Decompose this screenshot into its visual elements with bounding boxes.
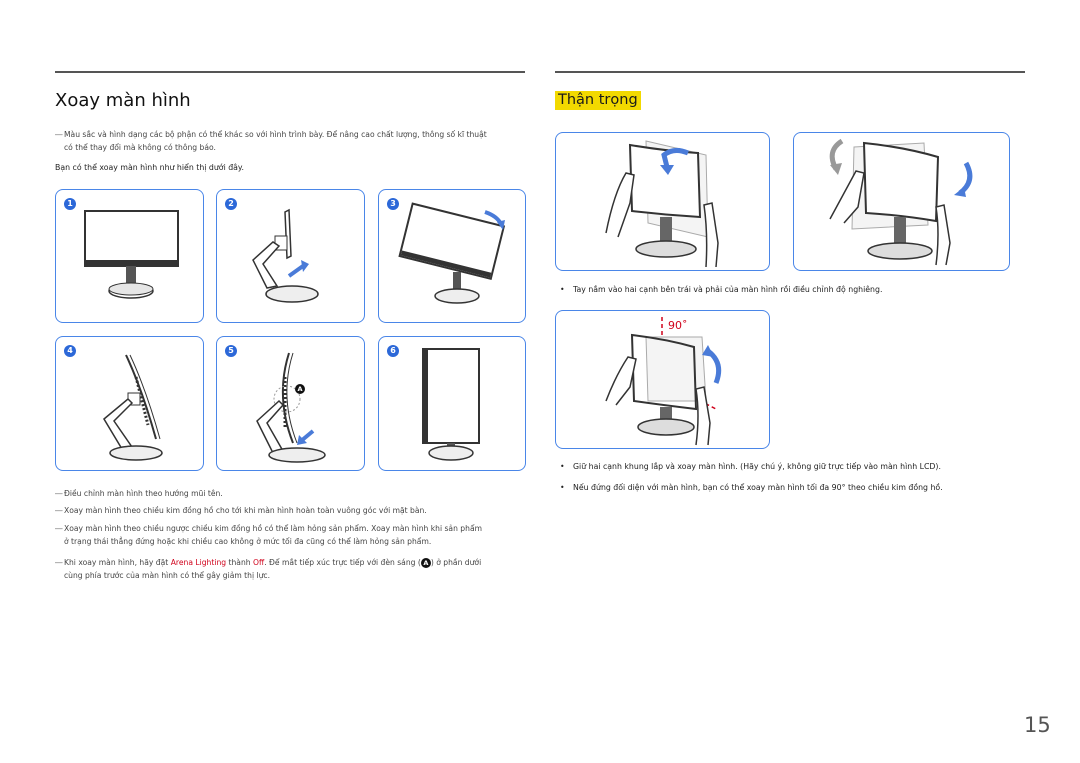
note-arena-lighting: ― Khi xoay màn hình, hãy đặt Arena Light… <box>55 558 482 580</box>
step-number-badge: 2 <box>225 198 237 210</box>
caution-panel-tilt-left <box>555 132 770 271</box>
step-number-badge: 4 <box>64 345 76 357</box>
step-panel-1: 1 <box>55 189 204 323</box>
monitor-rear-illustration <box>103 354 163 461</box>
note-rotate-clockwise: ― Xoay màn hình theo chiều kim đồng hồ c… <box>55 506 427 515</box>
step-panel-4: 4 <box>55 336 204 471</box>
caution-bullet-tilt: • Tay nắm vào hai cạnh bên trái và phải … <box>560 285 883 294</box>
step-panel-3: 3 <box>378 189 526 323</box>
lighting-a-icon: A <box>420 558 431 568</box>
off-label: Off <box>253 558 265 567</box>
step-panel-6: 6 <box>378 336 526 471</box>
step-panel-2: 2 <box>216 189 365 323</box>
hands-rotate-illustration <box>605 317 722 446</box>
caution-bullet-hold-frame: • Giữ hai cạnh khung lắp và xoay màn hìn… <box>560 462 941 471</box>
hands-tilt-illustration <box>605 140 719 268</box>
monitor-front-illustration <box>84 210 179 299</box>
caution-bullet-rotate-90: • Nếu đứng đối diện với màn hình, bạn có… <box>560 483 943 492</box>
lighting-callout-a-icon: A <box>295 384 305 394</box>
monitor-portrait-illustration <box>422 348 480 461</box>
hands-tilt-illustration <box>829 138 973 266</box>
intro-note-line1: Màu sắc và hình dạng các bộ phận có thể … <box>64 130 487 139</box>
right-top-rule <box>555 71 1025 73</box>
step-panel-5: 5 A <box>216 336 365 471</box>
step-number-badge: 3 <box>387 198 399 210</box>
left-top-rule <box>55 71 525 73</box>
monitor-rear-lighting-illustration <box>256 352 326 463</box>
angle-90-label: 90˚ <box>668 319 688 332</box>
step-number-badge: 6 <box>387 345 399 357</box>
caution-panel-rotate: 90˚ <box>555 310 770 449</box>
caution-panel-tilt-right <box>793 132 1010 271</box>
monitor-tilted-illustration <box>398 202 506 304</box>
intro-text: Bạn có thể xoay màn hình như hiển thị dư… <box>55 163 244 172</box>
arena-lighting-label: Arena Lighting <box>170 558 227 567</box>
page-title: Xoay màn hình <box>55 90 191 111</box>
note-damage-warning: ― Xoay màn hình theo chiều ngược chiều k… <box>55 524 482 546</box>
monitor-side-illustration <box>252 208 319 303</box>
step-number-badge: 1 <box>64 198 76 210</box>
page-number: 15 <box>1024 713 1051 737</box>
intro-note-line2: có thể thay đổi mà không có thông báo. <box>64 143 216 152</box>
intro-note: ― Màu sắc và hình dạng các bộ phận có th… <box>55 128 529 154</box>
step-number-badge: 5 <box>225 345 237 357</box>
caution-heading: Thận trọng <box>555 91 641 110</box>
note-arrow-direction: ― Điều chỉnh màn hình theo hướng mũi tên… <box>55 489 223 498</box>
